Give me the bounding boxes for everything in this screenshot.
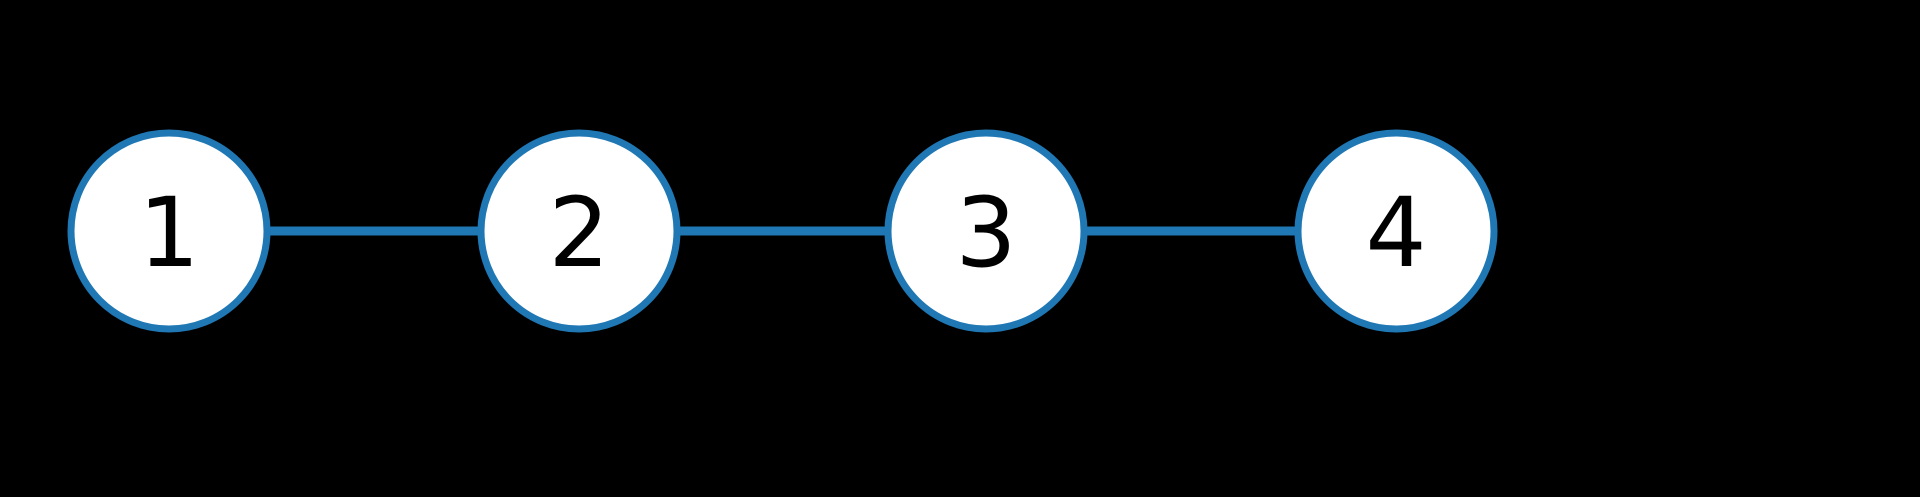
graph-node-3[interactable]: 3 [884, 129, 1088, 333]
node-label-1: 1 [138, 177, 199, 289]
nodes-layer: 1 2 3 4 [67, 129, 1498, 333]
node-label-2: 2 [548, 177, 609, 289]
graph-node-2[interactable]: 2 [477, 129, 681, 333]
graph-node-1[interactable]: 1 [67, 129, 271, 333]
node-circle-4[interactable] [1294, 129, 1498, 333]
node-label-4: 4 [1365, 177, 1426, 289]
node-circle-2[interactable] [477, 129, 681, 333]
node-circle-3[interactable] [884, 129, 1088, 333]
graph-node-4[interactable]: 4 [1294, 129, 1498, 333]
node-label-3: 3 [955, 177, 1016, 289]
node-circle-1[interactable] [67, 129, 271, 333]
